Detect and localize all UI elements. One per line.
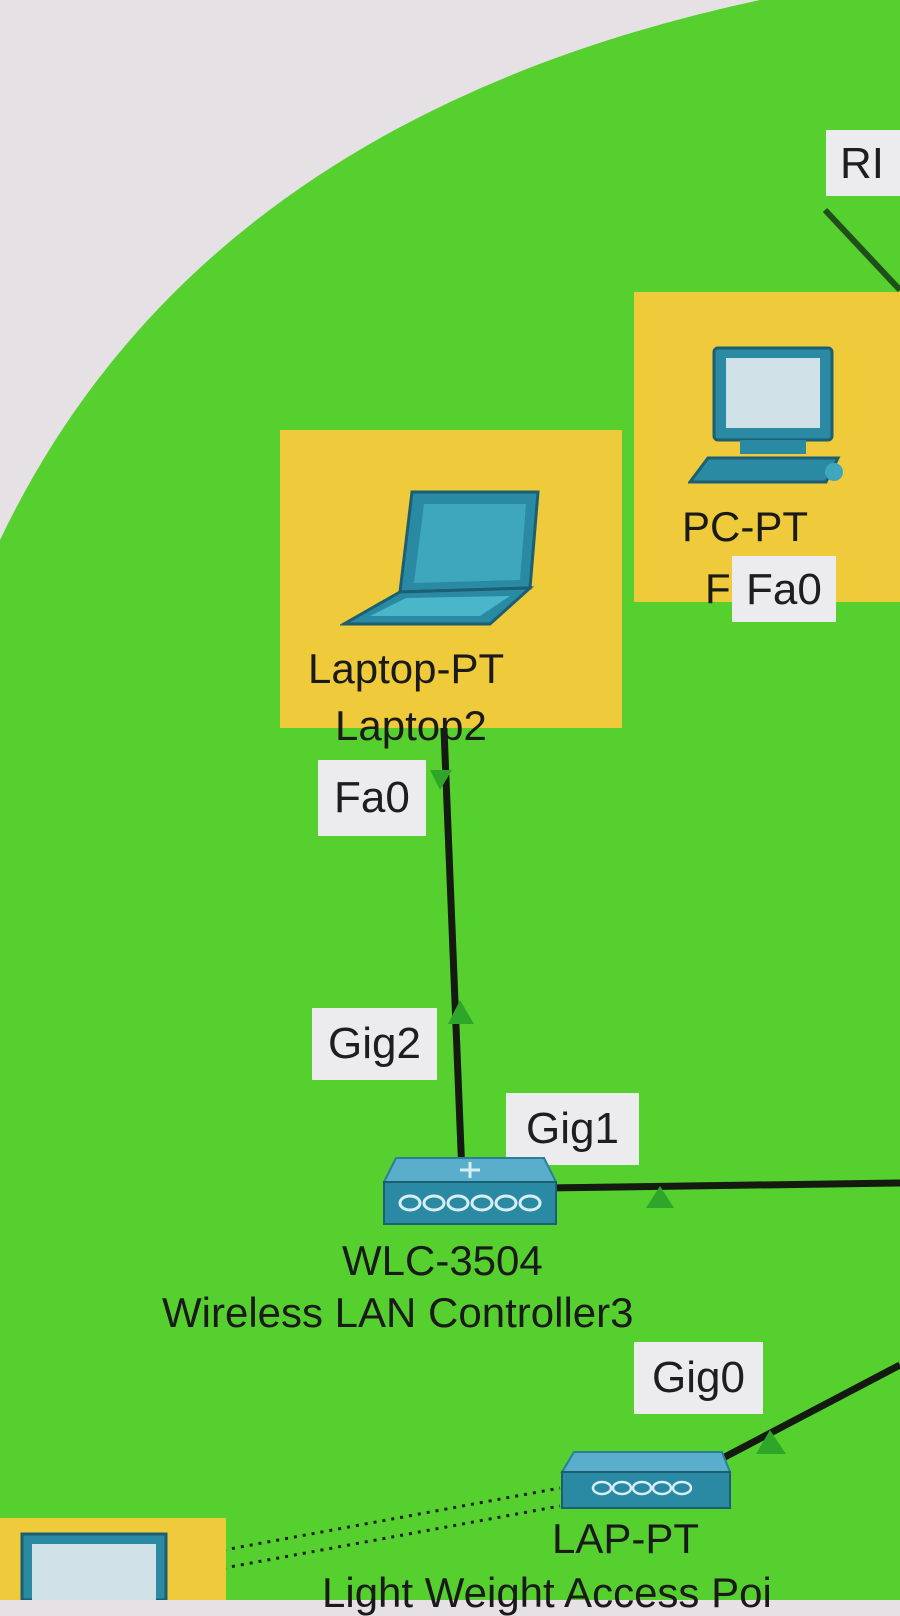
laptop-name-label: Laptop2	[335, 702, 487, 749]
wireless-association-line	[169, 1486, 561, 1580]
link-status-indicator	[646, 1186, 674, 1208]
port-label-pc-fa0: Fa0	[732, 556, 836, 622]
access-point-icon[interactable]	[560, 1450, 732, 1512]
desktop-pc-icon[interactable]	[688, 346, 848, 486]
link-status-indicator	[448, 1000, 474, 1024]
lap-name-label: Light Weight Access Poi	[322, 1569, 772, 1616]
port-label-laptop-fa0: Fa0	[318, 760, 426, 836]
partial-device-icon[interactable]	[20, 1532, 170, 1600]
pc-model-label: PC-PT	[682, 503, 808, 550]
link-status-indicator	[430, 770, 452, 790]
link-wlc-gig1[interactable]	[544, 1179, 900, 1192]
pc-name-label: F	[705, 565, 731, 612]
wlc-name-label: Wireless LAN Controller3	[162, 1289, 634, 1336]
wireless-lan-controller-icon[interactable]	[382, 1154, 558, 1228]
port-label-wlc-gig1: Gig1	[506, 1093, 639, 1165]
lap-model-label: LAP-PT	[552, 1515, 700, 1562]
laptop-model-label: Laptop-PT	[308, 645, 505, 692]
link-lap-gig0[interactable]	[698, 1361, 900, 1474]
link-top-right[interactable]	[822, 207, 900, 293]
wlc-model-label: WLC-3504	[342, 1237, 543, 1284]
link-status-indicator	[756, 1430, 786, 1454]
port-label-top-right: RI	[826, 130, 900, 196]
port-label-wlc-gig2: Gig2	[312, 1008, 437, 1080]
port-label-wlc-gig0: Gig0	[634, 1342, 763, 1414]
laptop-icon[interactable]	[340, 488, 545, 628]
